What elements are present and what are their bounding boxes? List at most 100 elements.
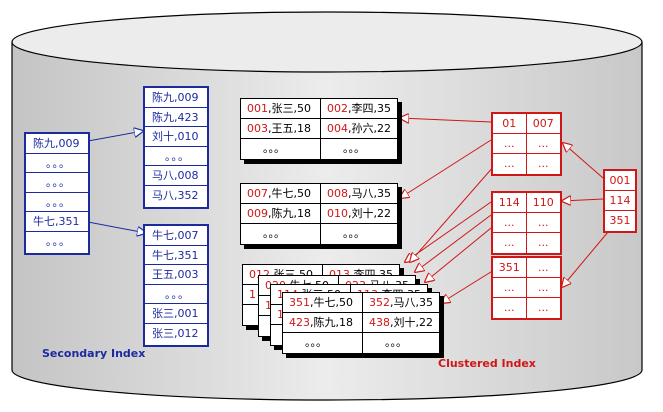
secondary-index-root: 陈九,009 。。。 。。。 。。。 牛七,351 。。。	[24, 132, 90, 255]
clustered-index-label: Clustered Index	[438, 357, 536, 370]
clustered-node-cell: ...	[526, 278, 560, 298]
clustered-node-cell: ...	[493, 298, 527, 318]
clustered-node-cell: 351	[493, 258, 527, 278]
row-values: ,陈九,18	[268, 207, 311, 220]
clustered-root-key: 001	[605, 171, 635, 191]
clustered-node-cell: ...	[538, 157, 549, 170]
row-values: ,马八,35	[390, 296, 433, 309]
clustered-node-cell: ...	[526, 258, 560, 278]
data-row-cell: 010,刘十,22	[321, 204, 399, 224]
secondary-root-entry: 牛七,351	[26, 212, 88, 232]
row-values: 。。。	[343, 142, 365, 155]
row-values: ,李四,35	[348, 102, 391, 115]
row-values: ,陈九,18	[310, 316, 353, 329]
row-primary-key: 008	[327, 187, 348, 200]
secondary-index-label: Secondary Index	[42, 347, 146, 360]
clustered-node-cell: 114	[493, 193, 527, 213]
data-row-cell: 009,陈九,18	[241, 204, 321, 224]
data-row-cell: 352,马八,35	[363, 293, 441, 313]
clustered-root-key: 351	[609, 214, 631, 227]
data-row-cell: 。。。	[283, 333, 363, 353]
row-primary-key: 1	[265, 299, 272, 312]
row-primary-key: 1	[277, 308, 284, 321]
data-row-cell: 423,陈九,18	[283, 313, 363, 333]
row-values: ,牛七,50	[268, 187, 311, 200]
secondary-leaf-entry: 张三,001	[145, 304, 207, 324]
secondary-index-leaf-top: 陈九,009 陈九,423 刘十,010 。。。 马八,008 马八,352	[143, 86, 209, 209]
secondary-root-entry: 。。。	[46, 234, 71, 248]
clustered-node-cell: ...	[493, 233, 527, 253]
row-primary-key: 004	[327, 122, 348, 135]
secondary-leaf-entry: 陈九,009	[145, 88, 207, 108]
secondary-leaf-entry: 马八,008	[145, 166, 207, 186]
row-primary-key: 438	[369, 316, 390, 329]
secondary-index-leaf-bottom: 牛七,007 牛七,351 王五,003 。。。 张三,001 张三,012	[143, 224, 209, 347]
clustered-node-cell: ...	[538, 236, 549, 249]
clustered-root-key: 114	[605, 191, 635, 211]
data-row-cell: 001,张三,50	[241, 99, 321, 119]
row-values: 。。。	[385, 336, 407, 349]
row-values: ,张三,50	[268, 102, 311, 115]
data-row-cell: 351,牛七,50	[283, 293, 363, 313]
row-values: 。。。	[263, 142, 285, 155]
secondary-leaf-entry: 张三,012	[152, 326, 199, 340]
data-row-cell: 007,牛七,50	[241, 184, 321, 204]
row-primary-key: 003	[247, 122, 268, 135]
row-primary-key: 001	[247, 102, 268, 115]
secondary-leaf-entry: 牛七,007	[145, 226, 207, 246]
clustered-node-cell: ...	[493, 278, 527, 298]
secondary-leaf-entry: 陈九,423	[145, 108, 207, 127]
row-primary-key: 1	[249, 288, 256, 301]
row-values: 。。。	[343, 227, 365, 240]
data-row-cell: 438,刘十,22	[363, 313, 441, 333]
row-values: ,牛七,50	[310, 296, 353, 309]
data-row-cell: 。。。	[321, 139, 399, 159]
data-row-cell: 002,李四,35	[321, 99, 399, 119]
clustered-node-cell: ...	[493, 154, 527, 174]
row-values: ,刘十,22	[390, 316, 433, 329]
clustered-index-root: 001 114 351	[603, 169, 637, 233]
row-values: ,马八,35	[348, 187, 391, 200]
data-row-cell: 。。。	[321, 224, 399, 244]
row-primary-key: 351	[289, 296, 310, 309]
secondary-leaf-entry: 王五,003	[145, 265, 207, 285]
data-row-cell: 003,王五,18	[241, 119, 321, 139]
row-primary-key: 002	[327, 102, 348, 115]
data-row-cell: 004,孙六,22	[321, 119, 399, 139]
secondary-leaf-entry: 。。。	[145, 147, 207, 166]
secondary-leaf-entry: 刘十,010	[145, 127, 207, 147]
clustered-node-cell: ...	[493, 213, 527, 233]
clustered-index-node-bottom: 351...............	[491, 256, 562, 320]
clustered-node-cell: 110	[526, 193, 560, 213]
clustered-node-cell: ...	[538, 301, 549, 314]
secondary-root-entry: 。。。	[26, 173, 88, 193]
row-primary-key: 007	[247, 187, 268, 200]
row-values: 。。。	[263, 227, 285, 240]
row-values: ,孙六,22	[348, 122, 391, 135]
data-row-cell: 。。。	[241, 139, 321, 159]
clustered-node-cell: ...	[526, 134, 560, 154]
clustered-node-cell: 007	[526, 114, 560, 134]
clustered-node-cell: ...	[526, 213, 560, 233]
secondary-leaf-entry: 马八,352	[152, 188, 199, 202]
data-row-cell: 008,马八,35	[321, 184, 399, 204]
clustered-node-cell: 01	[493, 114, 527, 134]
secondary-root-entry: 。。。	[26, 154, 88, 173]
row-values: 。。。	[305, 336, 327, 349]
secondary-root-entry: 。。。	[26, 193, 88, 212]
data-row-cell: 。。。	[363, 333, 441, 353]
row-primary-key: 352	[369, 296, 390, 309]
row-values: ,王五,18	[268, 122, 311, 135]
secondary-leaf-entry: 。。。	[145, 285, 207, 304]
clustered-node-cell: ...	[493, 134, 527, 154]
row-primary-key: 010	[327, 207, 348, 220]
row-values: ,刘十,22	[348, 207, 391, 220]
data-row-cell: 。。。	[241, 224, 321, 244]
secondary-root-entry: 陈九,009	[26, 134, 88, 154]
